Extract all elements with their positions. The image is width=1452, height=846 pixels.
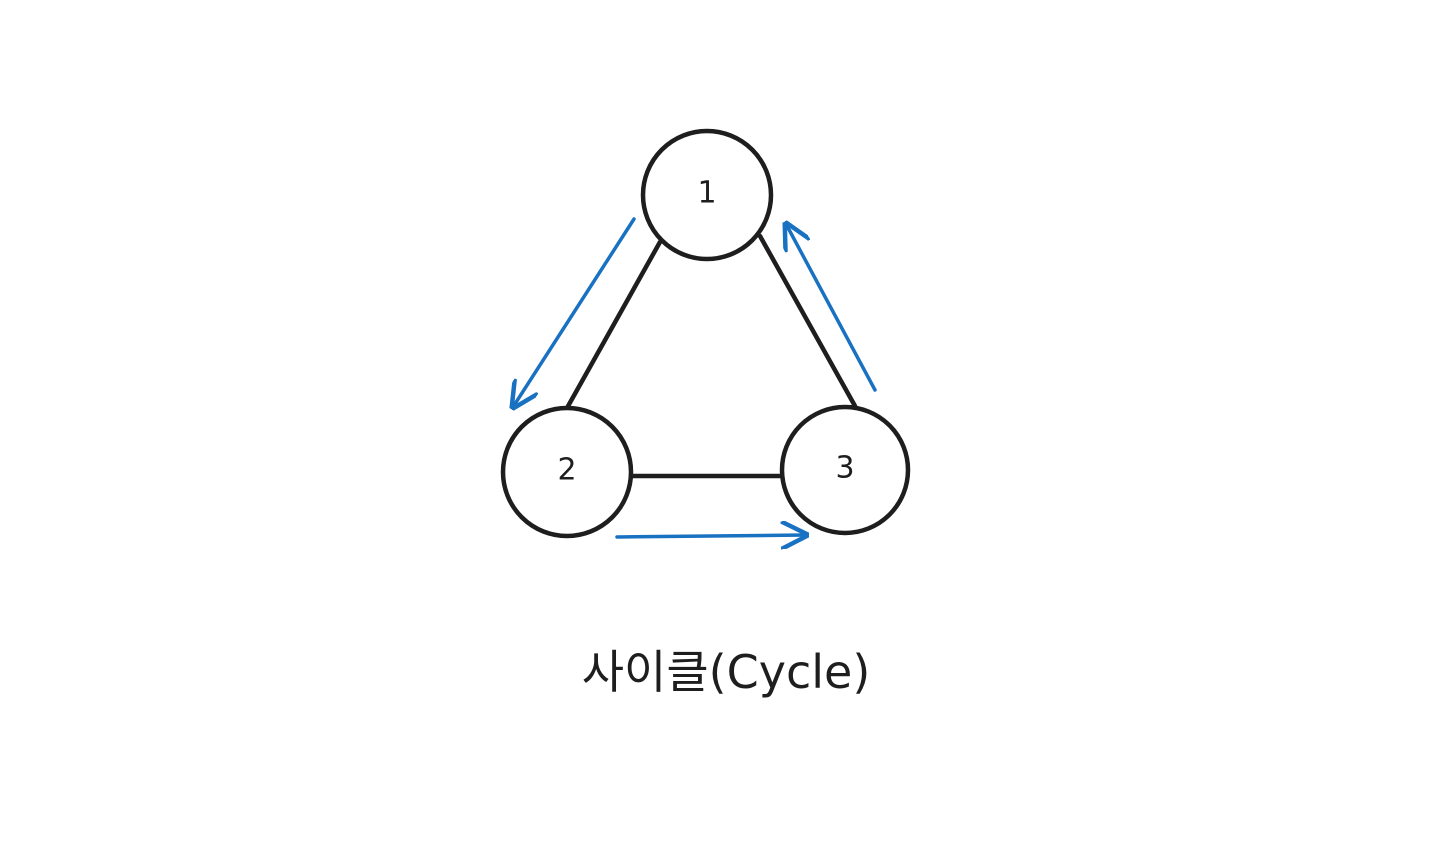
node-1-label: 1 xyxy=(697,176,716,211)
edge-1-3 xyxy=(757,233,858,409)
node-1 xyxy=(640,128,774,262)
node-2-label: 2 xyxy=(557,453,576,488)
arrow-3-to-1 xyxy=(786,224,877,392)
diagram-caption: 사이클(Cycle) xyxy=(581,645,871,699)
arrow-2-to-3 xyxy=(615,535,806,537)
node-2 xyxy=(500,405,634,539)
edge-1-2 xyxy=(564,239,663,411)
node-3 xyxy=(779,404,911,536)
node-3-label: 3 xyxy=(835,451,854,486)
arrow-1-to-2 xyxy=(513,217,636,407)
